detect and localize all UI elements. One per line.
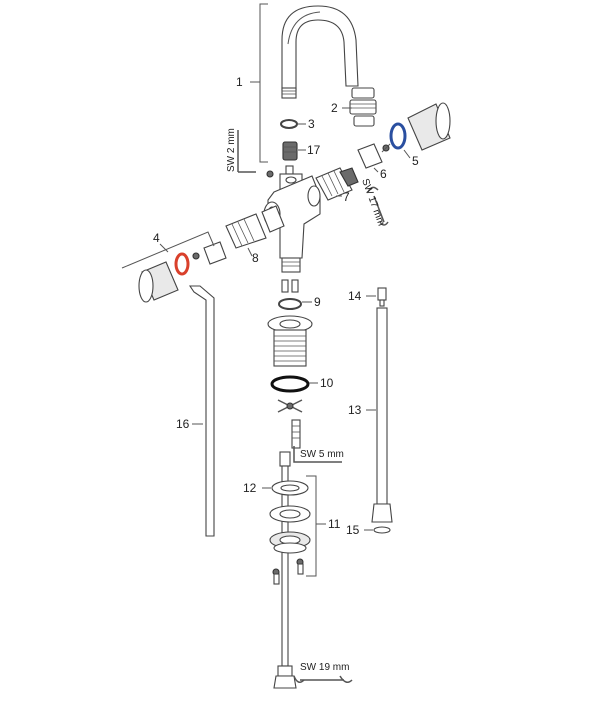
rod-16 — [188, 285, 215, 537]
label-4: 4 — [153, 231, 160, 245]
blue-seal — [389, 122, 407, 150]
label-14: 14 — [348, 289, 362, 303]
washer-12 — [271, 480, 309, 496]
supply-hose-right-13 — [371, 287, 393, 523]
label-15: 15 — [346, 523, 360, 537]
cartridge-right-7 — [315, 167, 359, 201]
spout-insert-17 — [282, 141, 298, 175]
spout-part — [281, 5, 359, 99]
orange-seal — [174, 252, 190, 276]
o-ring-3 — [280, 119, 298, 129]
aerator-part — [349, 87, 377, 127]
fixing-star — [277, 399, 303, 413]
gasket-9 — [278, 279, 302, 310]
tool-label-sw17: SW 17 mm — [359, 177, 386, 227]
label-12: 12 — [243, 481, 257, 495]
label-13: 13 — [348, 403, 362, 417]
hex-key-2mm — [237, 130, 256, 173]
washer-15 — [373, 526, 391, 534]
o-ring-10 — [270, 375, 310, 393]
label-11: 11 — [328, 517, 341, 531]
tool-label-sw19: SW 19 mm — [300, 662, 349, 673]
label-6: 6 — [380, 167, 387, 181]
label-5: 5 — [412, 154, 419, 168]
label-10: 10 — [320, 376, 334, 390]
hex-key-5mm — [293, 446, 342, 463]
threaded-shank — [267, 315, 313, 367]
tool-label-sw2: SW 2 mm — [226, 128, 237, 172]
bracket-1 — [259, 3, 268, 163]
bracket-4 — [121, 231, 215, 269]
grub-screw — [266, 170, 274, 178]
label-16: 16 — [176, 417, 190, 431]
tool-label-sw5: SW 5 mm — [300, 449, 344, 460]
nut-assembly-11 — [269, 505, 311, 585]
cartridge-left-8 — [225, 205, 285, 249]
label-17: 17 — [307, 143, 321, 157]
wrench-17mm — [367, 186, 389, 226]
label-2: 2 — [331, 101, 338, 115]
handle-right-5 — [389, 102, 451, 151]
label-1: 1 — [236, 75, 243, 89]
supply-hose-centre — [273, 451, 297, 689]
label-8: 8 — [252, 251, 259, 265]
nut-right-6 — [357, 143, 391, 169]
handle-left-4 — [138, 241, 227, 303]
label-7: 7 — [343, 190, 350, 204]
wrench-19mm — [293, 675, 353, 683]
label-3: 3 — [308, 117, 315, 131]
label-9: 9 — [314, 295, 321, 309]
fixing-bolt — [291, 419, 301, 449]
bracket-11 — [306, 475, 317, 577]
